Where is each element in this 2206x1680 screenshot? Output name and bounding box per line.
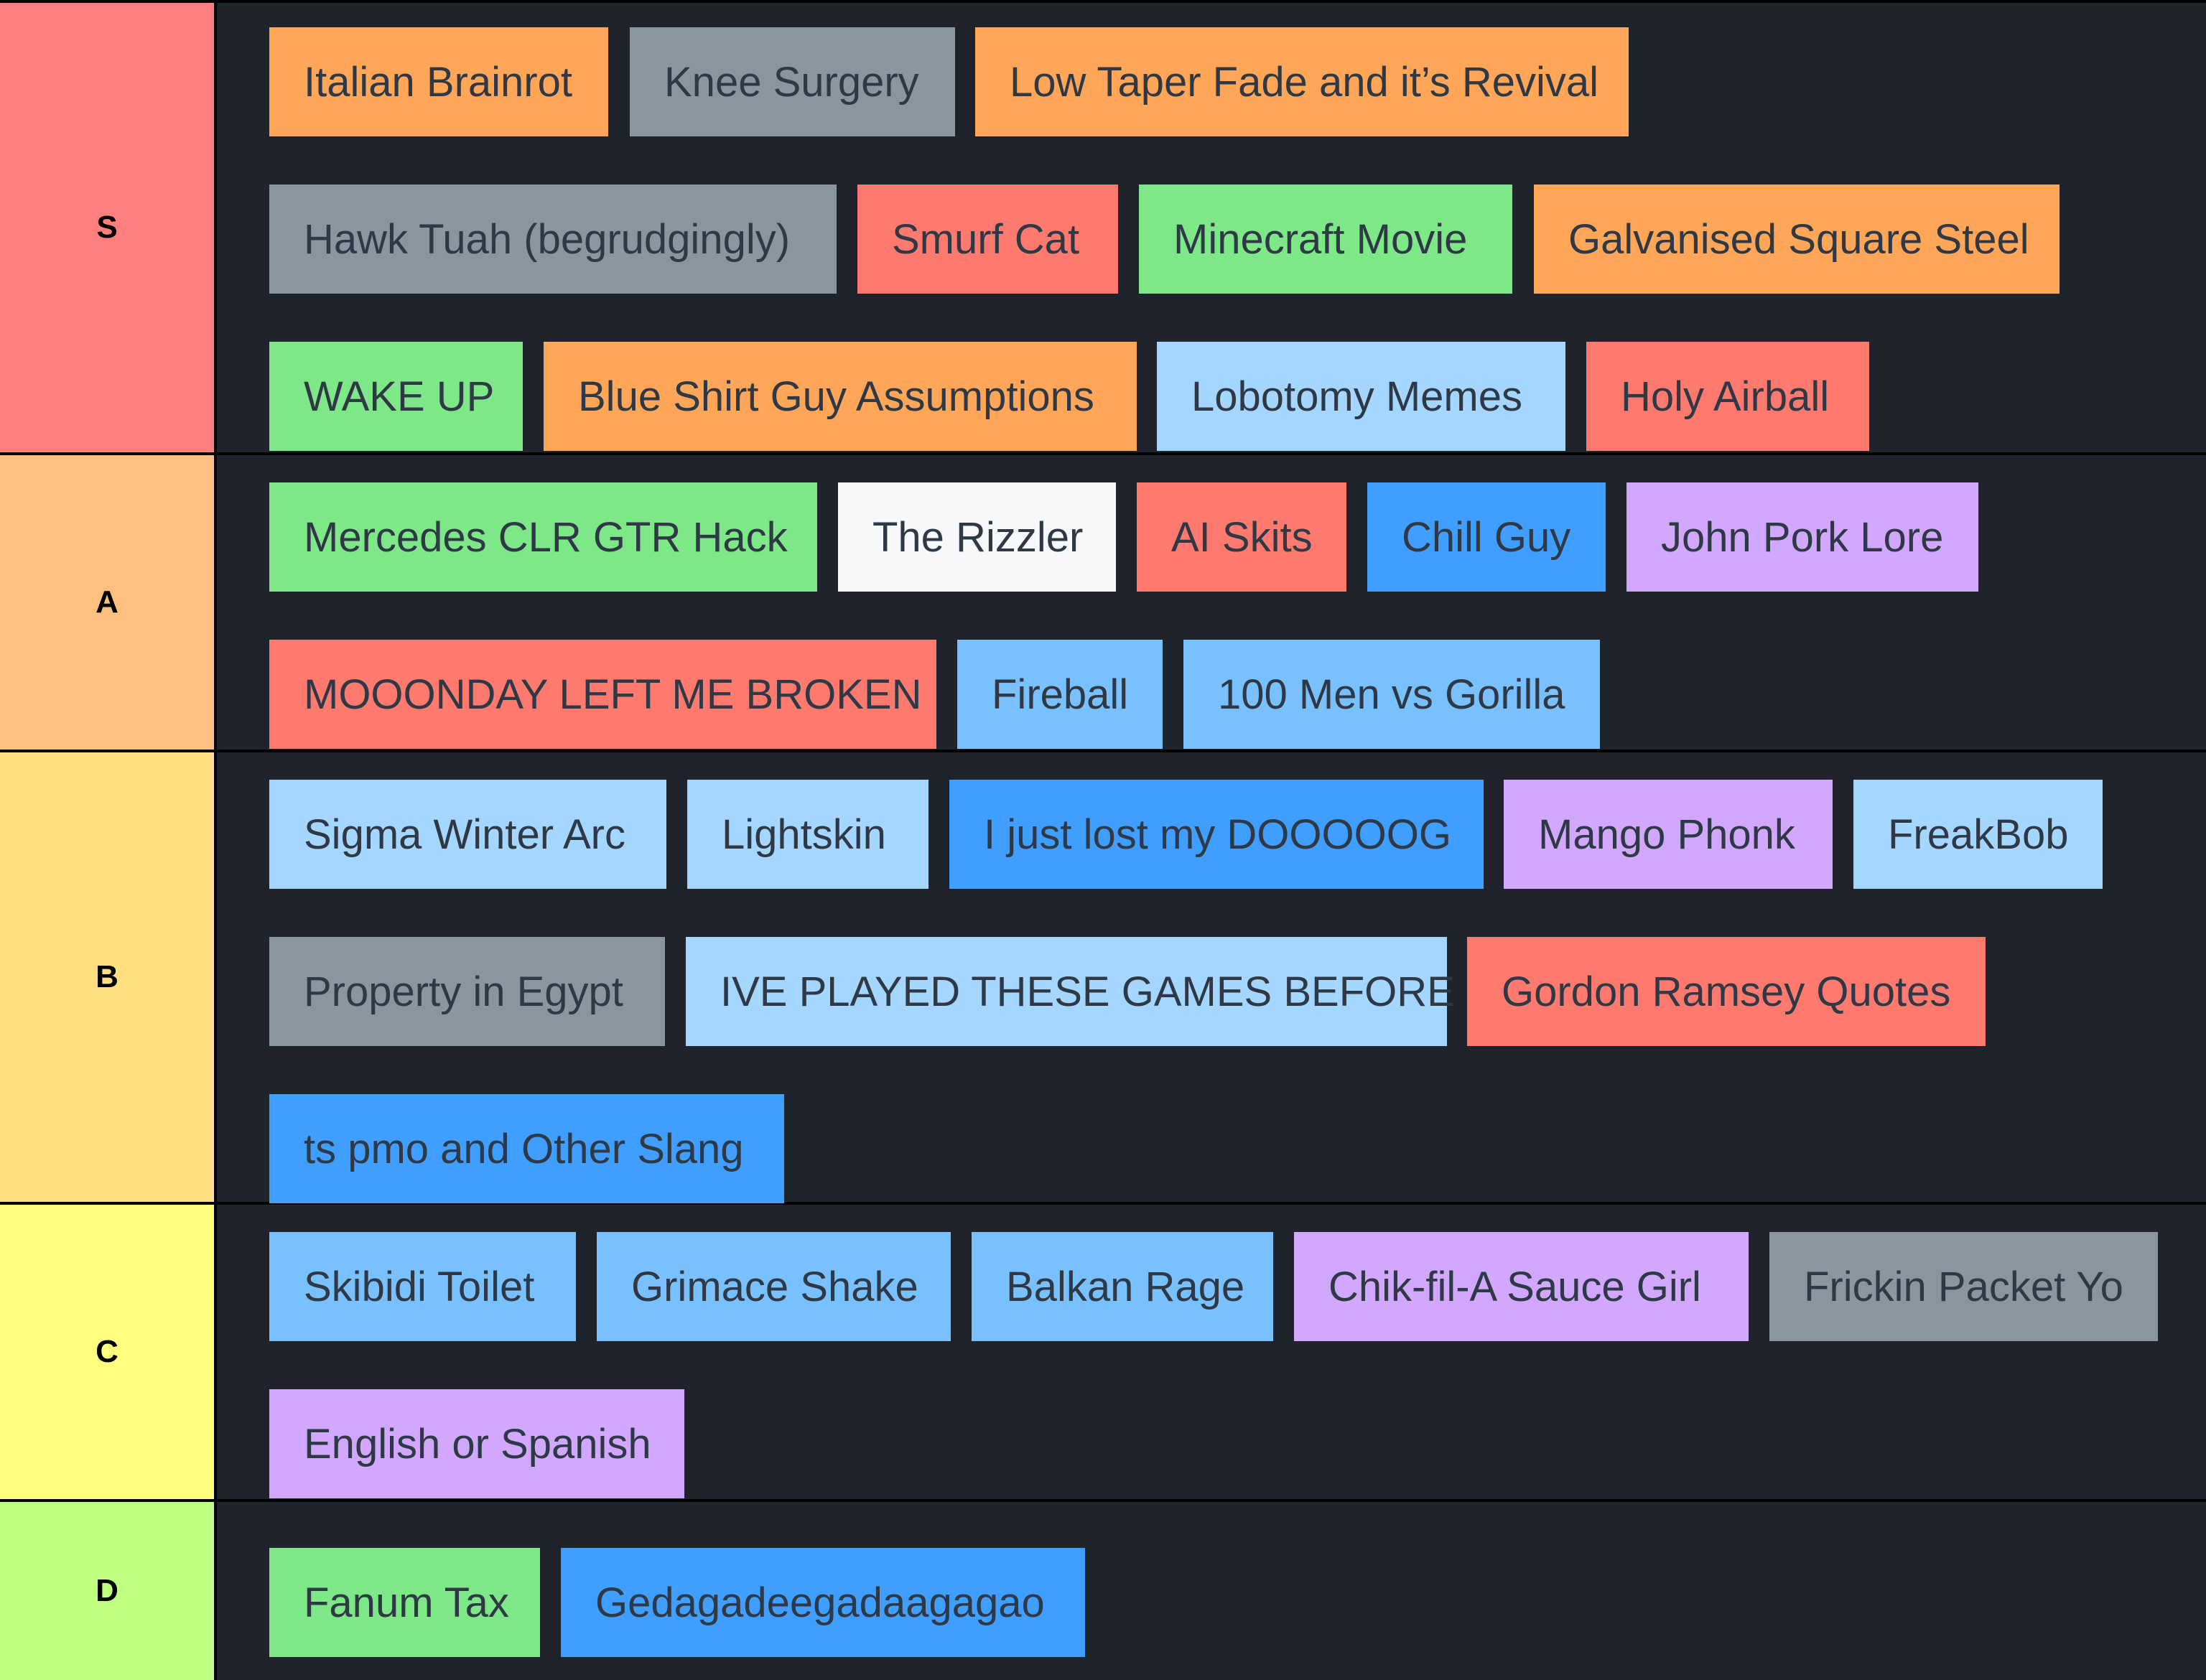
tier-item[interactable]: Galvanised Square Steel — [1534, 185, 2060, 294]
tier-item[interactable]: Property in Egypt — [269, 937, 665, 1046]
tier-item[interactable]: Fanum Tax — [269, 1548, 540, 1657]
tier-items-b: Sigma Winter Arc Lightskin I just lost m… — [217, 752, 2206, 1203]
tier-item[interactable]: Balkan Rage — [972, 1232, 1273, 1341]
tier-item[interactable]: Knee Surgery — [630, 27, 955, 136]
tier-item[interactable]: Low Taper Fade and it’s Revival — [975, 27, 1629, 136]
tier-item[interactable]: Frickin Packet Yo — [1769, 1232, 2158, 1341]
tier-items-a: Mercedes CLR GTR Hack The Rizzler AI Ski… — [217, 455, 2206, 750]
tier-item[interactable]: Minecraft Movie — [1139, 185, 1512, 294]
tier-label-c: C — [0, 1205, 214, 1499]
tier-label-b: B — [0, 752, 214, 1202]
tier-item[interactable]: Gedagadeegadaagagao — [561, 1548, 1085, 1657]
tier-items-s: Italian Brainrot Knee Surgery Low Taper … — [217, 3, 2206, 452]
tier-item[interactable]: Fireball — [957, 640, 1163, 749]
tier-item[interactable]: ts pmo and Other Slang — [269, 1094, 784, 1203]
tier-item[interactable]: WAKE UP — [269, 342, 523, 451]
tier-item[interactable]: Sigma Winter Arc — [269, 780, 666, 889]
tier-item[interactable]: Lightskin — [687, 780, 929, 889]
tier-item[interactable]: IVE PLAYED THESE GAMES BEFORE — [686, 937, 1455, 1046]
tier-item[interactable]: I just lost my DOOOOOG — [949, 780, 1484, 889]
tier-row-b: B Sigma Winter Arc Lightskin I just lost… — [0, 752, 2206, 1203]
tier-item[interactable]: Smurf Cat — [857, 185, 1118, 294]
tier-item[interactable]: English or Spanish — [269, 1389, 684, 1498]
tier-item[interactable]: Chill Guy — [1367, 482, 1606, 592]
tier-item[interactable]: Mercedes CLR GTR Hack — [269, 482, 817, 592]
tier-item[interactable]: FreakBob — [1853, 780, 2103, 889]
tier-item[interactable]: 100 Men vs Gorilla — [1183, 640, 1600, 749]
tier-item[interactable]: Holy Airball — [1586, 342, 1869, 451]
tier-row-s: S Italian Brainrot Knee Surgery Low Tape… — [0, 3, 2206, 452]
tier-item[interactable]: AI Skits — [1137, 482, 1346, 592]
tier-label-d: D — [0, 1502, 214, 1680]
tier-item[interactable]: Grimace Shake — [597, 1232, 951, 1341]
tier-label-s: S — [0, 3, 214, 452]
tier-item[interactable]: John Pork Lore — [1626, 482, 1978, 592]
tier-item[interactable]: Gordon Ramsey Quotes — [1467, 937, 1986, 1046]
tier-item[interactable]: Lobotomy Memes — [1157, 342, 1565, 451]
tier-row-a: A Mercedes CLR GTR Hack The Rizzler AI S… — [0, 455, 2206, 750]
tier-item[interactable]: Mango Phonk — [1504, 780, 1833, 889]
tier-row-d: D Fanum Tax Gedagadeegadaagagao — [0, 1502, 2206, 1680]
tier-item[interactable]: Hawk Tuah (begrudgingly) — [269, 185, 837, 294]
tier-item[interactable]: The Rizzler — [838, 482, 1116, 592]
tier-item[interactable]: Italian Brainrot — [269, 27, 608, 136]
tier-item[interactable]: Skibidi Toilet — [269, 1232, 576, 1341]
tier-item[interactable]: Blue Shirt Guy Assumptions — [544, 342, 1137, 451]
tier-items-c: Skibidi Toilet Grimace Shake Balkan Rage… — [217, 1205, 2206, 1499]
tier-items-d: Fanum Tax Gedagadeegadaagagao — [217, 1502, 2206, 1680]
tier-label-a: A — [0, 455, 214, 750]
tier-item[interactable]: Chik-fil-A Sauce Girl — [1294, 1232, 1749, 1341]
tier-row-c: C Skibidi Toilet Grimace Shake Balkan Ra… — [0, 1205, 2206, 1499]
tier-item[interactable]: MOOONDAY LEFT ME BROKEN — [269, 640, 936, 749]
